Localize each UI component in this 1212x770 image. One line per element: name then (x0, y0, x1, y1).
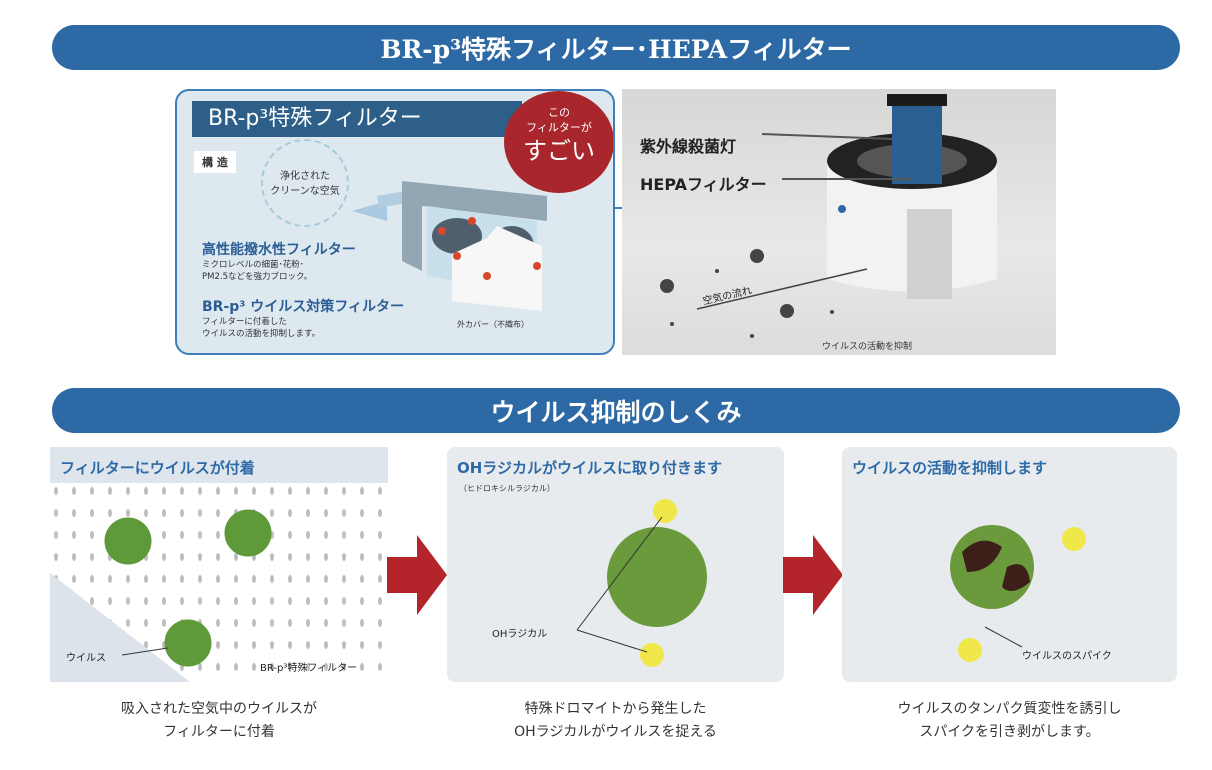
arrow-right-icon (783, 535, 843, 615)
badge-text: すごい (523, 137, 595, 165)
caption-line: 吸入された空気中のウイルスが (121, 701, 317, 717)
great-badge: このフィルターがすごい (504, 91, 613, 193)
hepa-label: HEPAフィルター (640, 175, 767, 194)
panel-header (50, 447, 388, 483)
arrow-right-icon (387, 535, 447, 615)
step-subtitle: （ヒドロキシルラジカル） (459, 484, 555, 493)
label-heading: 高性能撥水性フィルター (202, 242, 356, 258)
caption-line: ウイルスのタンパク質変性を誘引し (897, 701, 1122, 717)
outer-cover-label: 外カバー（不織布） (457, 320, 529, 329)
clean-air-text: 浄化された (280, 171, 330, 182)
section-banner-mechanism: ウイルス抑制のしくみ (52, 388, 1180, 433)
clean-air-circle: 浄化されたクリーンな空気 (261, 139, 349, 227)
antivirus-filter-label: BR-p³ ウイルス対策フィルターフィルターに付着したウイルスの活動を抑制します… (202, 296, 404, 340)
label-desc: フィルターに付着した (202, 317, 287, 327)
step-title: フィルターにウイルスが付着 (60, 459, 255, 477)
step-title: OHラジカルがウイルスに取り付きます (457, 459, 723, 477)
caption-line: 特殊ドロマイトから発生した (524, 701, 707, 717)
oh-radical-label: OHラジカル (492, 629, 548, 640)
virus-label: ウイルス (66, 653, 106, 664)
structure-label: 構 造 (194, 151, 236, 173)
step-title: ウイルスの活動を抑制します (852, 459, 1048, 477)
caption-line: スパイクを引き剥がします。 (919, 724, 1100, 740)
uv-lamp-label: 紫外線殺菌灯 (640, 137, 737, 156)
label-desc: PM2.5などを強力ブロック。 (202, 272, 313, 282)
clean-air-text: クリーンな空気 (270, 186, 340, 197)
filter-surface-illustration (50, 483, 388, 682)
label-desc: ミクロレベルの細菌･花粉･ (202, 260, 305, 270)
badge-text: この (548, 106, 570, 119)
badge-text: フィルターが (526, 121, 592, 134)
step-panel-attach: フィルターにウイルスが付着 ウイルス BR-p³特殊フィルター (50, 447, 388, 682)
spike-label: ウイルスのスパイク (1022, 651, 1112, 662)
suppress-label: ウイルスの活動を抑制 (822, 342, 913, 352)
filter-title: BR-p³特殊フィルター (192, 101, 522, 137)
br-p3-filter-panel: BR-p³特殊フィルター 構 造 浄化されたクリーンな空気 このフィルターがすご… (175, 89, 615, 355)
step3-caption: ウイルスのタンパク質変性を誘引しスパイクを引き剥がします。 (842, 698, 1177, 744)
step-panel-suppress: ウイルスの活動を抑制します ウイルスのスパイク (842, 447, 1177, 682)
caption-line: フィルターに付着 (163, 724, 275, 740)
section-banner-filters: BR-p³特殊フィルター･HEPAフィルター (52, 25, 1180, 70)
hepa-filter-illustration (660, 94, 997, 338)
label-heading: BR-p³ ウイルス対策フィルター (202, 299, 405, 315)
filter-label: BR-p³特殊フィルター (260, 663, 358, 674)
label-desc: ウイルスの活動を抑制します。 (202, 329, 321, 339)
water-repellent-filter-label: 高性能撥水性フィルターミクロレベルの細菌･花粉･ PM2.5などを強力ブロック。 (202, 239, 356, 283)
oh-radical-illustration (576, 499, 707, 667)
hepa-filter-photo: 紫外線殺菌灯 HEPAフィルター 空気の流れ ウイルスの活動を抑制 (622, 89, 1056, 355)
step2-caption: 特殊ドロマイトから発生した OHラジカルがウイルスを捉える (447, 698, 784, 744)
caption-line: OHラジカルがウイルスを捉える (514, 724, 717, 740)
step1-caption: 吸入された空気中のウイルスがフィルターに付着 (50, 698, 388, 744)
filter-diagram (352, 181, 547, 311)
suppressed-virus-illustration (950, 525, 1086, 662)
step-panel-oh-radical: OHラジカルがウイルスに取り付きます （ヒドロキシルラジカル） OHラジカル (447, 447, 784, 682)
